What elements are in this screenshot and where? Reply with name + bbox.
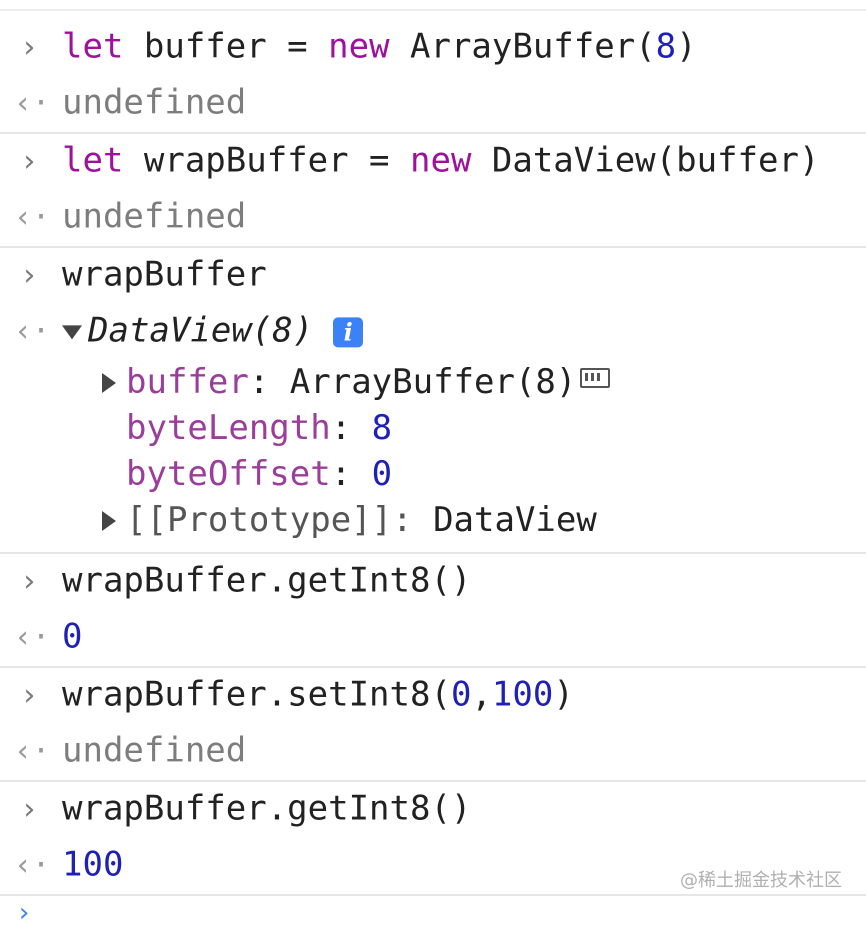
console-output-line: ‹· undefined <box>0 76 866 132</box>
object-tree-header[interactable]: ‹· DataView(8) i <box>0 304 866 360</box>
number-literal: 8 <box>655 26 677 67</box>
console-input-line[interactable]: › wrapBuffer.getInt8() <box>0 782 866 838</box>
console-prompt-chevron-icon[interactable]: › <box>16 898 32 928</box>
keyword-let: let <box>62 140 124 181</box>
console-output-line: ‹· 0 <box>0 610 866 666</box>
console-output-line: ‹· undefined <box>0 724 866 780</box>
console-entry: › wrapBuffer.setInt8(0,100) ‹· undefined <box>0 668 866 782</box>
console-entry: › wrapBuffer.getInt8() ‹· 100 <box>0 782 866 896</box>
prompt-chevron-icon: › <box>19 257 39 293</box>
tree-prop-byteoffset: byteOffset: 0 <box>0 452 866 498</box>
console-entry: › let buffer = new ArrayBuffer(8) ‹· und… <box>0 20 866 134</box>
result-arrow-icon: ‹· <box>14 199 51 235</box>
result-arrow-icon: ‹· <box>14 85 51 121</box>
prop-row: byteOffset: 0 <box>126 454 392 494</box>
memory-icon[interactable] <box>580 367 611 388</box>
console-input-line[interactable]: › wrapBuffer.setInt8(0,100) <box>0 668 866 724</box>
prop-key: buffer <box>126 362 249 402</box>
keyword-new: new <box>410 140 472 181</box>
object-type-name: DataView(8) <box>88 310 314 351</box>
tree-prop-buffer[interactable]: buffer: ArrayBuffer(8) <box>0 360 866 406</box>
input-code: wrapBuffer.setInt8(0,100) <box>62 674 574 714</box>
prompt-chevron-icon: › <box>19 791 39 827</box>
console-log: › let buffer = new ArrayBuffer(8) ‹· und… <box>0 20 866 896</box>
colon: : <box>392 500 434 540</box>
console-top-bar <box>0 0 866 18</box>
prop-row: byteLength: 8 <box>126 408 392 448</box>
prop-row: buffer: ArrayBuffer(8) <box>126 362 611 402</box>
console-output-line: ‹· 100 <box>0 838 866 894</box>
keyword-new: new <box>328 26 390 67</box>
prop-key: [[Prototype]] <box>126 500 393 540</box>
input-code: let buffer = new ArrayBuffer(8) <box>62 26 697 66</box>
prop-value: 0 <box>371 454 393 494</box>
result-arrow-icon: ‹· <box>14 847 51 883</box>
prop-value: ArrayBuffer(8) <box>289 362 577 402</box>
output-value: 0 <box>62 616 83 657</box>
result-arrow-icon: ‹· <box>14 733 51 769</box>
prop-value: DataView <box>433 500 597 540</box>
result-arrow-icon: ‹· <box>14 313 51 349</box>
input-code: let wrapBuffer = new DataView(buffer) <box>62 140 819 180</box>
number-literal: 0 <box>450 674 472 715</box>
output-value: 100 <box>62 844 124 885</box>
keyword-let: let <box>62 26 124 67</box>
code-text: ArrayBuffer( <box>389 26 656 67</box>
colon: : <box>248 362 290 402</box>
colon: : <box>330 454 372 494</box>
colon: : <box>330 408 372 448</box>
code-text: buffer = <box>123 26 329 67</box>
tree-prop-prototype[interactable]: [[Prototype]]: DataView <box>0 498 866 552</box>
code-text: ) <box>676 26 697 67</box>
info-icon[interactable]: i <box>333 316 364 347</box>
input-code: wrapBuffer.getInt8() <box>62 560 472 601</box>
console-input-line[interactable]: › wrapBuffer.getInt8() <box>0 554 866 610</box>
prop-key: byteOffset <box>126 454 331 494</box>
console-entry: › let wrapBuffer = new DataView(buffer) … <box>0 134 866 248</box>
prompt-chevron-icon: › <box>19 563 39 599</box>
expand-triangle-down-icon[interactable] <box>62 324 82 339</box>
object-header: DataView(8) i <box>62 310 364 351</box>
console-input-line[interactable]: › let wrapBuffer = new DataView(buffer) <box>0 134 866 190</box>
number-literal: 100 <box>491 674 554 715</box>
prompt-chevron-icon: › <box>19 143 39 179</box>
prompt-chevron-icon: › <box>19 29 39 65</box>
prompt-chevron-icon: › <box>19 677 39 713</box>
output-value: undefined <box>62 82 247 123</box>
console-entry: › wrapBuffer ‹· DataView(8) i buffer: Arr… <box>0 248 866 554</box>
console-entry: › wrapBuffer.getInt8() ‹· 0 <box>0 554 866 668</box>
output-value: undefined <box>62 730 247 771</box>
prop-row: [[Prototype]]: DataView <box>126 500 597 540</box>
code-text: wrapBuffer.setInt8( <box>62 674 451 715</box>
expand-triangle-right-icon[interactable] <box>102 511 116 531</box>
console-output-line: ‹· undefined <box>0 190 866 246</box>
prop-key: byteLength <box>126 408 331 448</box>
code-text: , <box>471 674 492 715</box>
prop-value: 8 <box>371 408 393 448</box>
code-text: wrapBuffer = <box>123 140 410 181</box>
code-text: ) <box>553 674 574 715</box>
tree-prop-bytelength: byteLength: 8 <box>0 406 866 452</box>
expand-triangle-right-icon[interactable] <box>102 373 116 393</box>
input-code: wrapBuffer.getInt8() <box>62 788 472 829</box>
watermark: @稀土掘金技术社区 <box>680 870 842 891</box>
output-value: undefined <box>62 196 247 237</box>
result-arrow-icon: ‹· <box>14 619 51 655</box>
input-code: wrapBuffer <box>62 254 267 295</box>
console-input-line[interactable]: › wrapBuffer <box>0 248 866 304</box>
code-text: DataView(buffer) <box>471 140 820 181</box>
console-input-line[interactable]: › let buffer = new ArrayBuffer(8) <box>0 20 866 76</box>
